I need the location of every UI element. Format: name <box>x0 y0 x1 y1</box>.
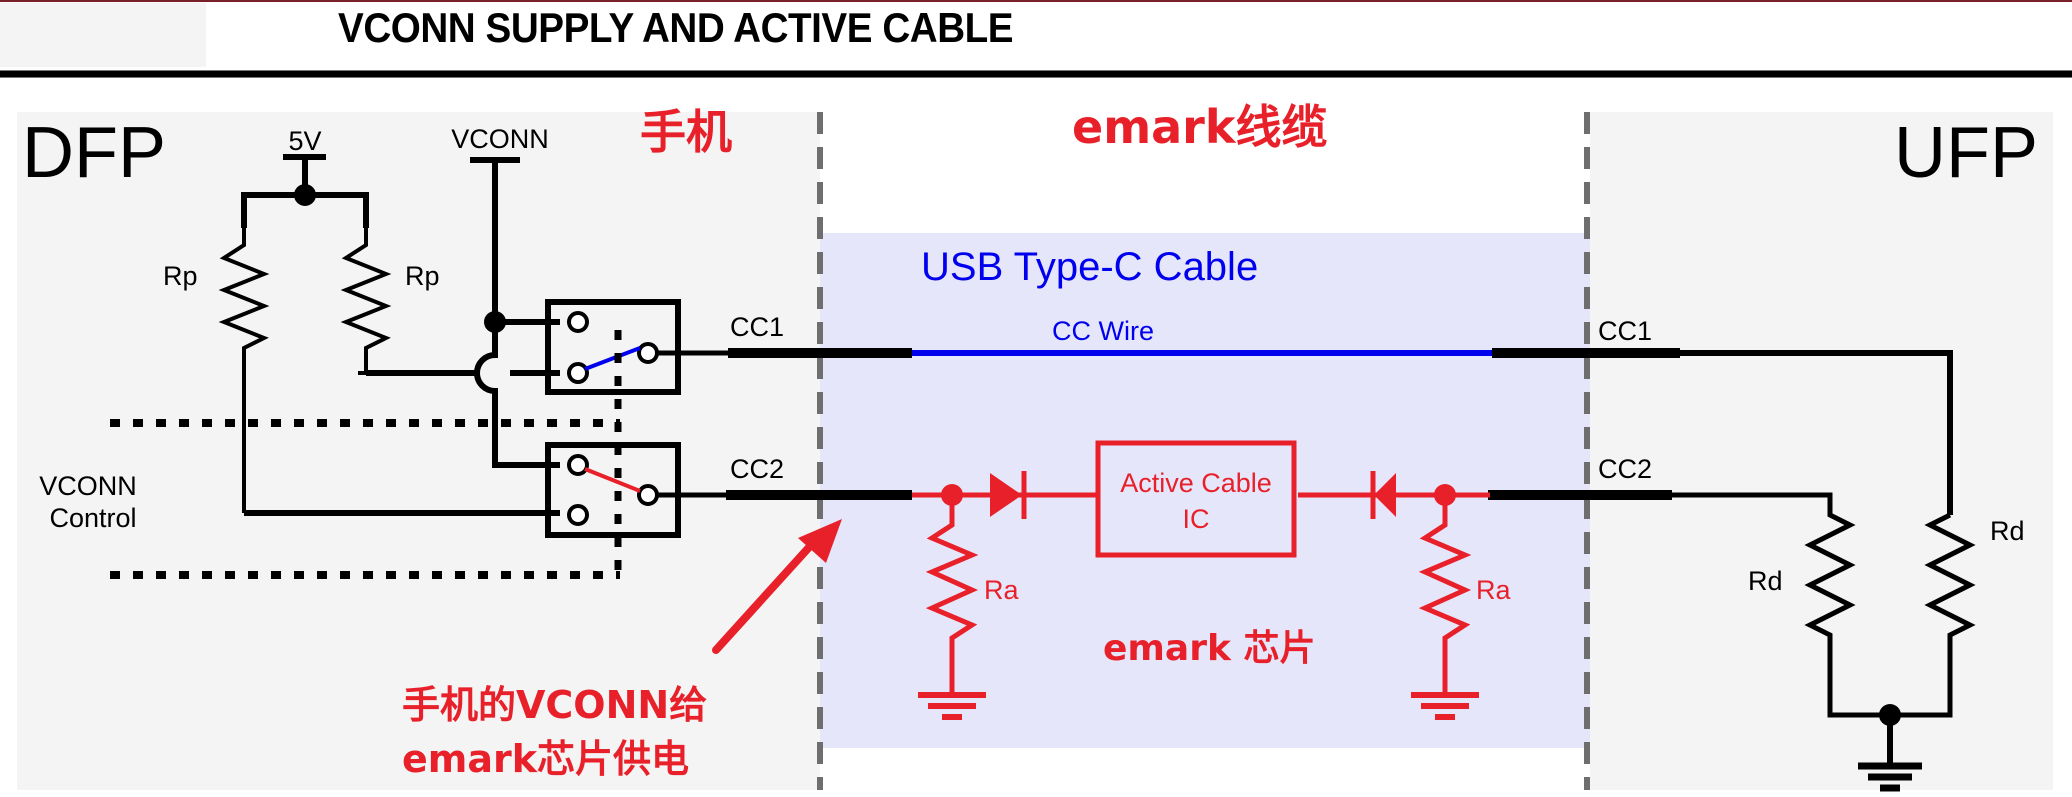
cc-wire-label: CC Wire <box>1052 316 1154 346</box>
rp-right-label: Rp <box>405 261 440 291</box>
ufp-cc2-label: CC2 <box>1598 454 1652 484</box>
ra-left-label: Ra <box>984 575 1019 605</box>
header-rule <box>0 70 2072 78</box>
vconn-control-label-line2: Control <box>49 503 136 533</box>
diode-icon <box>1370 471 1396 519</box>
ufp-region <box>1590 112 2053 790</box>
emark-cable-annotation: emark线缆 <box>1072 100 1327 154</box>
vconn-control-label-line1: VCONN <box>39 471 137 501</box>
junction-dot <box>1879 704 1901 726</box>
cc2-switch <box>545 442 730 538</box>
top-accent-line <box>0 0 2072 2</box>
junction-dot <box>941 484 963 506</box>
supply-5v-label: 5V <box>288 126 321 156</box>
diode-icon <box>990 471 1027 519</box>
vconn-control-boundary <box>110 330 622 579</box>
dfp-cc2-label: CC2 <box>730 454 784 484</box>
header-corner-panel <box>0 3 206 67</box>
active-cable-ic <box>1095 440 1297 558</box>
callout-line1: 手机的VCONN给 <box>402 683 707 727</box>
page-title: VCONN SUPPLY AND ACTIVE CABLE <box>338 4 1014 51</box>
rd-left-label: Rd <box>1748 566 1783 596</box>
cc1-switch <box>545 299 730 395</box>
junction-dot <box>484 311 506 333</box>
rd-right-label: Rd <box>1990 516 2025 546</box>
supply-vconn-label: VCONN <box>451 124 549 154</box>
junction-dot <box>1434 484 1456 506</box>
pulldown-network <box>1670 350 1976 792</box>
cable-title: USB Type-C Cable <box>921 245 1258 289</box>
junction-dot <box>294 184 316 206</box>
rp-left-label: Rp <box>163 261 198 291</box>
emark-chip-annotation: emark 芯片 <box>1103 628 1315 669</box>
ic-label-line2: IC <box>1183 504 1210 534</box>
dfp-region <box>17 112 820 790</box>
ra-right-label: Ra <box>1476 575 1511 605</box>
callout-line2: emark芯片供电 <box>402 737 689 781</box>
dfp-cc1-label: CC1 <box>730 312 784 342</box>
ufp-cc1-label: CC1 <box>1598 316 1652 346</box>
ufp-label: UFP <box>1894 113 2038 193</box>
dfp-label: DFP <box>22 113 166 193</box>
callout-arrow-icon <box>712 519 842 654</box>
phone-annotation: 手机 <box>640 105 732 159</box>
ic-label-line1: Active Cable <box>1120 468 1272 498</box>
